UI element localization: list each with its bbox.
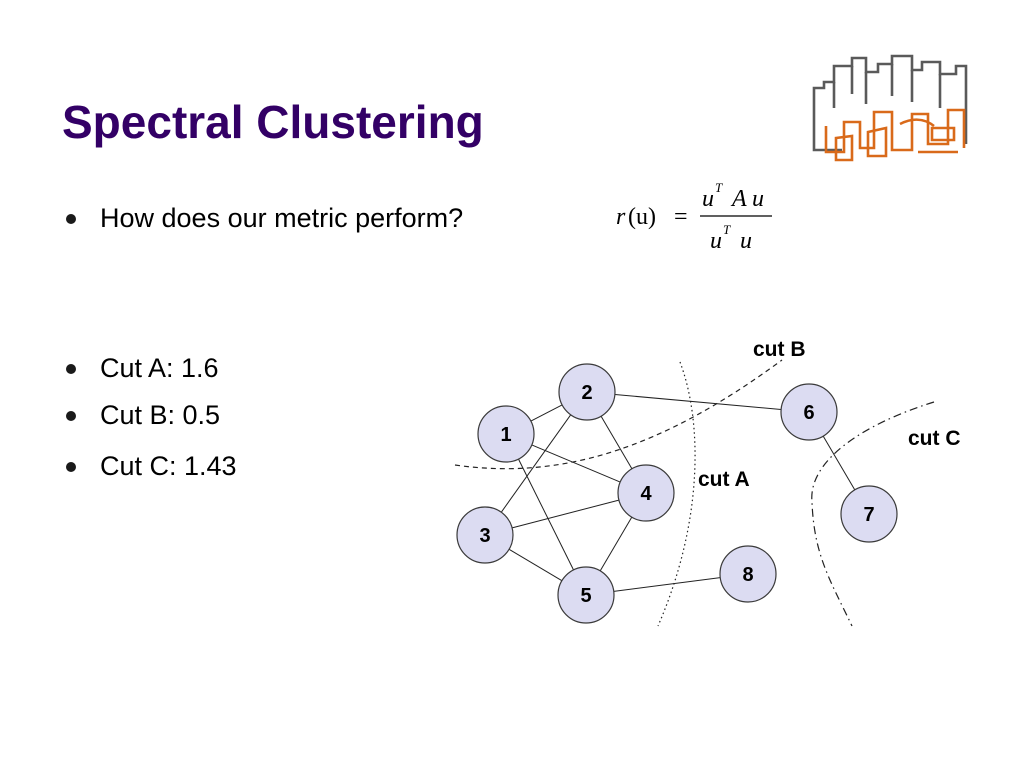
bullet-text: Cut A: 1.6 [100,353,219,383]
formula-lhs-arg: (u) [628,204,656,230]
node-circle [477,405,535,463]
cut-b-label: cut B [753,338,806,361]
node-label: 8 [742,564,753,586]
node-circle [557,566,615,624]
denominator-transpose: T [723,222,731,237]
graph-node: 4 [617,464,675,522]
graph-edge [518,458,574,571]
graph-node: 7 [840,485,898,543]
graph-edge [530,404,563,422]
slide-title: Spectral Clustering [62,96,484,148]
graph-edge [599,516,633,572]
graph-nodes: 1 2 3 4 5 6 7 [456,363,898,624]
numerator-u2: u [752,186,764,212]
numerator-transpose: T [715,180,723,195]
cut-a-label: cut A [698,468,750,491]
numerator-matrix: A [730,186,747,212]
graph-node: 2 [558,363,616,421]
graph-edge [531,444,621,483]
graph-edge [600,415,633,470]
node-label: 1 [500,424,511,446]
graph-node: 5 [557,566,615,624]
bullet-text: Cut B: 0.5 [100,400,221,430]
bullet-dot-icon [66,462,76,472]
node-label: 4 [640,483,652,505]
node-label: 3 [479,525,490,547]
node-label: 2 [581,382,592,404]
formula-lhs-fn: r [616,204,626,230]
node-circle [840,485,898,543]
node-circle [456,506,514,564]
graph-diagram: 1 2 3 4 5 6 7 [454,338,961,627]
bullet-text: How does our metric perform? [100,203,464,233]
graph-edge [614,394,782,410]
node-label: 7 [863,504,874,526]
denominator-u2: u [740,228,752,254]
graph-edge [822,435,856,491]
bullet-dot-icon [66,411,76,421]
graph-node: 6 [780,383,838,441]
cut-c-label: cut C [908,427,961,450]
graph-node: 3 [456,506,514,564]
bullet-dot-icon [66,364,76,374]
graph-edge [511,499,620,529]
node-label: 5 [580,585,591,607]
bullet-text: Cut C: 1.43 [100,451,237,481]
numerator-u: u [702,186,714,212]
bullet-dot-icon [66,214,76,224]
graph-node: 1 [477,405,535,463]
rayleigh-quotient-formula: r (u) = u T A u u T u [616,180,772,254]
node-circle [719,545,777,603]
formula-equals: = [674,204,688,230]
graph-node: 8 [719,545,777,603]
graph-edge [613,577,721,592]
node-circle [617,464,675,522]
node-label: 6 [803,402,814,424]
node-circle [558,363,616,421]
graph-edge [508,548,563,582]
denominator-u: u [710,228,722,254]
node-circle [780,383,838,441]
graph-edge [500,414,572,513]
building-logo-icon [812,54,968,162]
graph-edges [500,394,856,592]
